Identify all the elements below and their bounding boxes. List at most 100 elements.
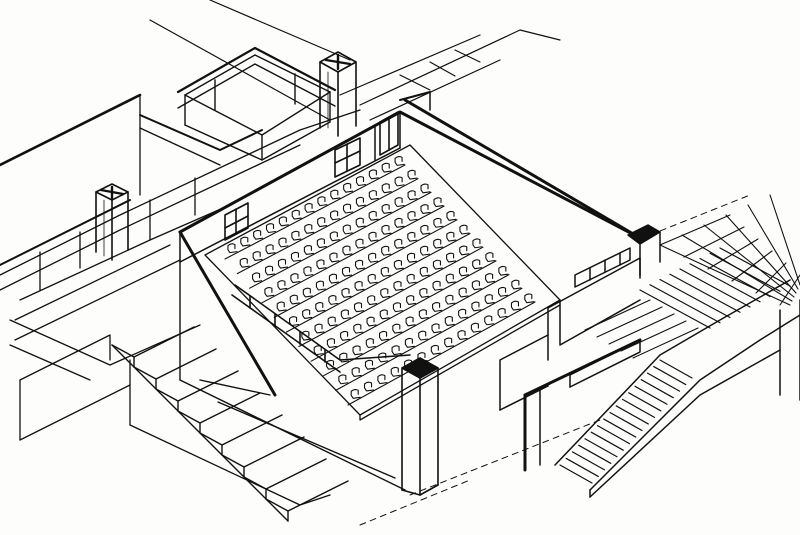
seat bbox=[328, 273, 340, 284]
seat bbox=[367, 295, 378, 306]
stair-step bbox=[609, 411, 643, 432]
seat bbox=[277, 280, 288, 290]
seat bbox=[365, 338, 376, 349]
stair-tread-edge bbox=[265, 458, 327, 490]
seat bbox=[379, 330, 390, 341]
seat bbox=[342, 245, 353, 256]
seat bbox=[352, 345, 363, 356]
seat-row-riser bbox=[224, 164, 406, 260]
stair-step bbox=[649, 284, 721, 324]
stair-step bbox=[640, 379, 674, 399]
seat bbox=[458, 287, 469, 298]
seat-row-riser bbox=[298, 246, 484, 348]
landing-joint bbox=[584, 299, 651, 331]
stair-step bbox=[719, 247, 791, 287]
stair-step bbox=[659, 359, 693, 379]
seat bbox=[340, 309, 351, 320]
seat bbox=[420, 224, 431, 235]
seat bbox=[253, 229, 264, 240]
stair-tread-edge bbox=[287, 480, 349, 512]
seat bbox=[391, 345, 402, 356]
seat bbox=[393, 281, 404, 291]
front-pilaster bbox=[401, 357, 439, 496]
seat bbox=[393, 259, 404, 270]
stair-step bbox=[659, 278, 731, 319]
seat bbox=[524, 293, 535, 304]
seat bbox=[240, 236, 251, 247]
seat bbox=[291, 209, 302, 220]
seat bbox=[444, 337, 455, 348]
seat bbox=[510, 300, 522, 311]
seat bbox=[392, 323, 403, 334]
seat bbox=[315, 302, 326, 312]
seat bbox=[239, 257, 250, 268]
seat bbox=[394, 176, 405, 187]
seat bbox=[471, 301, 482, 312]
stair-tread-edge bbox=[243, 436, 305, 468]
landing-joint bbox=[620, 320, 687, 352]
seat bbox=[406, 295, 417, 306]
seat bbox=[458, 308, 469, 319]
seat bbox=[277, 258, 289, 269]
seat bbox=[432, 302, 443, 312]
landing-joint bbox=[747, 204, 799, 290]
seat-row-riser bbox=[273, 219, 458, 318]
seat bbox=[380, 288, 391, 298]
seat-row-riser bbox=[335, 287, 523, 391]
seat bbox=[390, 366, 401, 377]
window-left bbox=[224, 202, 249, 241]
seat bbox=[291, 230, 302, 241]
seat bbox=[394, 197, 405, 208]
seat bbox=[430, 344, 441, 355]
stair-step bbox=[615, 405, 649, 425]
seat bbox=[302, 287, 313, 298]
seat bbox=[353, 323, 364, 334]
seat bbox=[381, 183, 392, 194]
construction-lines bbox=[359, 194, 751, 526]
seat bbox=[290, 273, 301, 284]
seat bbox=[394, 217, 405, 228]
seat bbox=[330, 189, 341, 200]
stair-tread-edge bbox=[221, 414, 283, 446]
seat bbox=[445, 294, 456, 305]
seat bbox=[377, 374, 388, 385]
seat-row-riser bbox=[249, 191, 432, 289]
seat bbox=[355, 259, 366, 270]
seat bbox=[327, 316, 338, 327]
upper-deck-slab bbox=[149, 0, 561, 121]
seat bbox=[446, 231, 457, 242]
right-upper-landing bbox=[584, 194, 800, 359]
seat bbox=[407, 169, 418, 180]
seat bbox=[368, 169, 379, 180]
stair-step bbox=[628, 392, 662, 412]
seat bbox=[431, 323, 442, 334]
stair-step bbox=[709, 252, 781, 292]
seat bbox=[484, 294, 495, 305]
seat bbox=[498, 265, 509, 276]
seat bbox=[381, 224, 392, 235]
seat bbox=[445, 273, 456, 284]
seat bbox=[252, 251, 263, 261]
seat bbox=[433, 197, 444, 208]
landing-joint bbox=[725, 214, 797, 294]
hall-side-wall bbox=[178, 230, 406, 491]
stair-stringer bbox=[111, 344, 289, 522]
seat bbox=[329, 231, 340, 242]
landing-joint bbox=[596, 306, 663, 338]
seat bbox=[227, 243, 238, 254]
seat bbox=[459, 224, 470, 235]
seat bbox=[418, 330, 429, 341]
seat bbox=[350, 388, 361, 399]
landing-joint bbox=[779, 274, 800, 306]
seat bbox=[326, 338, 337, 349]
seat bbox=[392, 302, 403, 313]
seat bbox=[353, 302, 365, 313]
seat bbox=[368, 252, 379, 263]
seat bbox=[355, 238, 366, 249]
seat bbox=[457, 330, 468, 341]
seat bbox=[381, 204, 392, 214]
auditorium-back-wall bbox=[178, 91, 642, 263]
landing-joint bbox=[769, 194, 800, 286]
seat bbox=[355, 196, 366, 207]
